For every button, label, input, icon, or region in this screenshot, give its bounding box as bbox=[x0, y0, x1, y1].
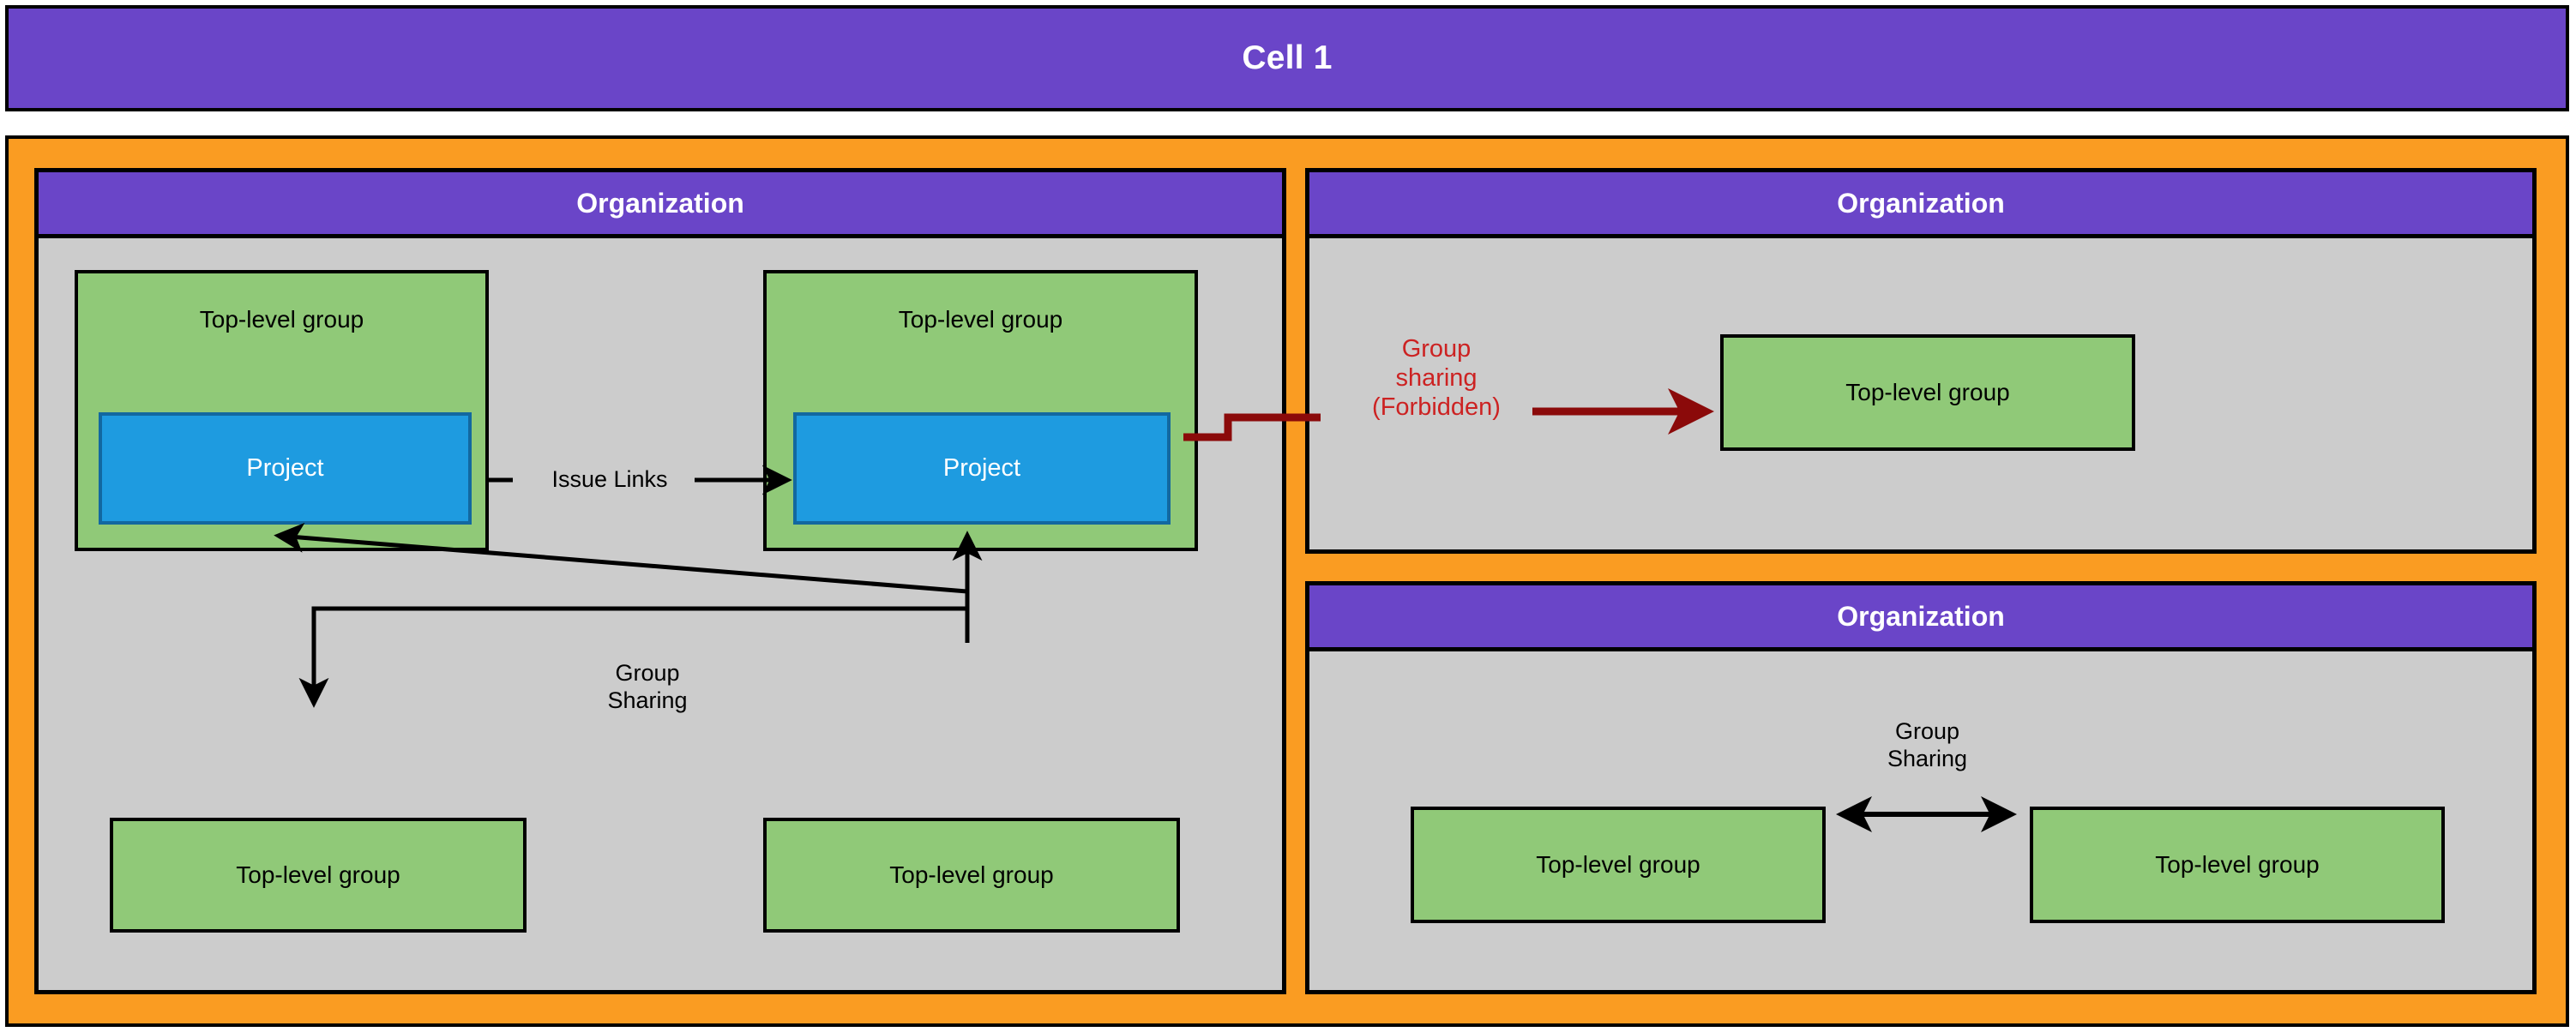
top-level-group-label: Top-level group bbox=[1536, 851, 1700, 878]
cell-banner: Cell 1 bbox=[5, 5, 2569, 111]
organization-panel-left: Organization Top-level group Project Top… bbox=[34, 168, 1286, 994]
top-level-group-label: Top-level group bbox=[2155, 851, 2320, 878]
project-label: Project bbox=[942, 454, 1021, 482]
project-box[interactable]: Project bbox=[99, 412, 472, 525]
project-label: Project bbox=[246, 454, 324, 482]
top-level-group-box[interactable]: Top-level group bbox=[110, 818, 527, 933]
organization-title-top-right: Organization bbox=[1837, 187, 2005, 219]
top-level-group-label: Top-level group bbox=[889, 861, 1054, 888]
project-box[interactable]: Project bbox=[793, 412, 1171, 525]
top-level-group-box[interactable]: Top-level group bbox=[1411, 807, 1826, 923]
edge-label-group-sharing-left: Group Sharing bbox=[607, 660, 688, 713]
organization-header-left: Organization bbox=[39, 172, 1282, 238]
organization-panel-top-right: Organization Top-level group bbox=[1305, 168, 2537, 554]
top-level-group-label: Top-level group bbox=[236, 861, 400, 888]
organization-title-left: Organization bbox=[576, 187, 744, 219]
organization-panel-bottom-right: Organization Top-level group Top-level g… bbox=[1305, 581, 2537, 994]
organization-title-bottom-right: Organization bbox=[1837, 600, 2005, 632]
top-level-group-label: Top-level group bbox=[199, 306, 364, 333]
top-level-group-box[interactable]: Top-level group bbox=[2030, 807, 2445, 923]
top-level-group-box[interactable]: Top-level group bbox=[763, 818, 1180, 933]
edge-label-group-sharing-right: Group Sharing bbox=[1887, 718, 1968, 771]
top-level-group-box[interactable]: Top-level group bbox=[1720, 334, 2135, 451]
edge-label-group-sharing-forbidden: Group sharing (Forbidden) bbox=[1372, 335, 1501, 422]
edge-label-issue-links: Issue Links bbox=[551, 466, 668, 492]
organization-body-bottom-right: Top-level group Top-level group bbox=[1309, 651, 2532, 990]
organization-header-bottom-right: Organization bbox=[1309, 585, 2532, 651]
top-level-group-label: Top-level group bbox=[1845, 379, 2010, 405]
top-level-group-box[interactable]: Top-level group Project bbox=[763, 270, 1198, 551]
organization-body-left: Top-level group Project Top-level group … bbox=[39, 238, 1282, 990]
top-level-group-box[interactable]: Top-level group Project bbox=[75, 270, 489, 551]
organization-body-top-right: Top-level group bbox=[1309, 238, 2532, 549]
organization-header-top-right: Organization bbox=[1309, 172, 2532, 238]
cell-title: Cell 1 bbox=[1242, 39, 1333, 76]
top-level-group-label: Top-level group bbox=[898, 306, 1063, 333]
